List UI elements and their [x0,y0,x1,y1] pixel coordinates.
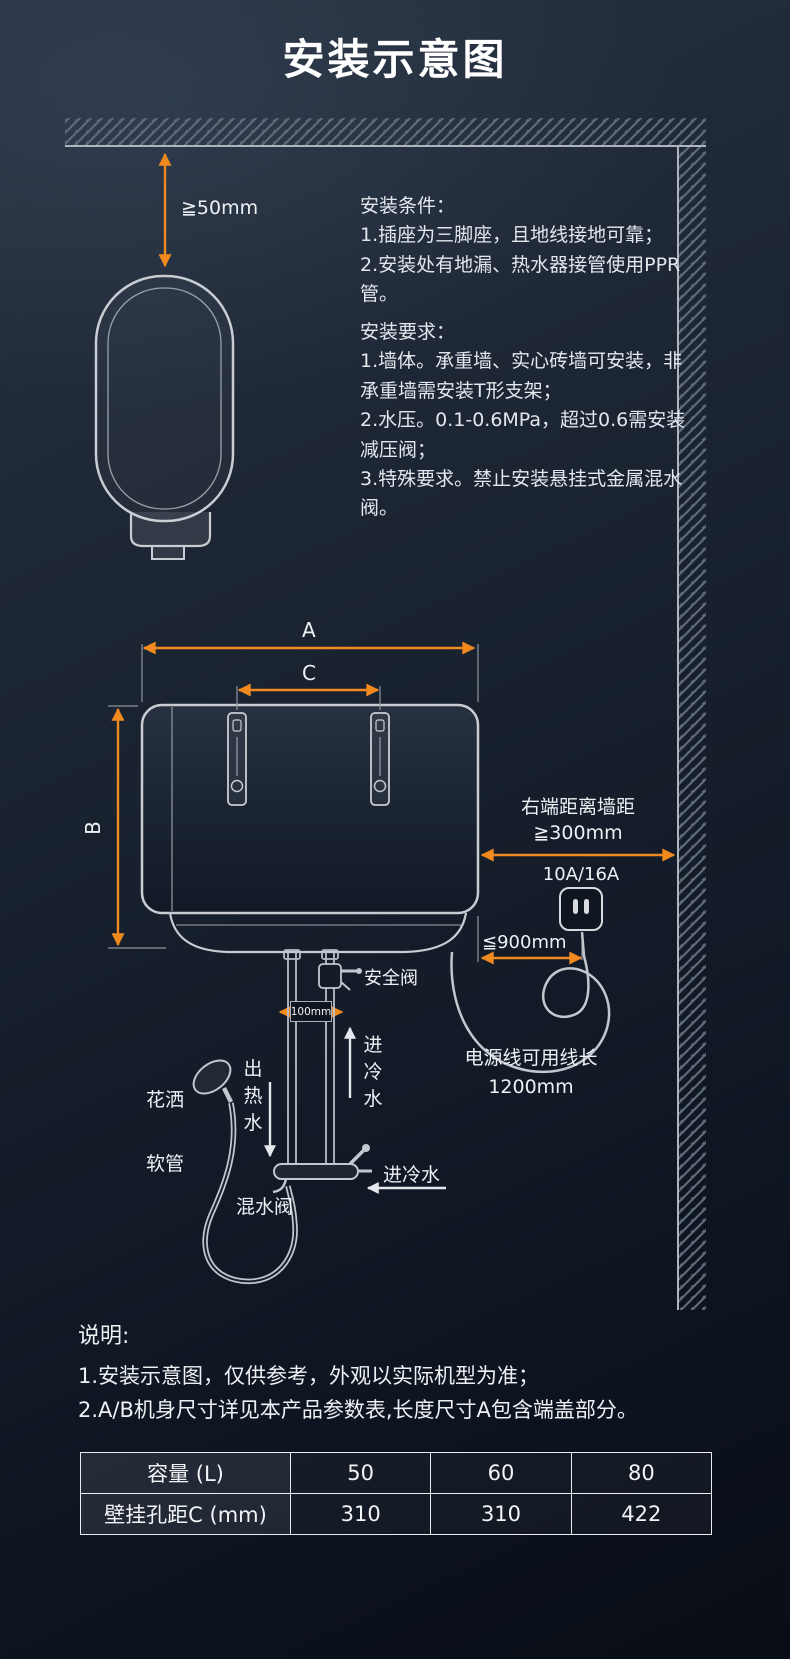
requirement-item: 3.特殊要求。禁止安装悬挂式金属混水阀。 [360,467,683,520]
dimension-arrows [111,641,676,1019]
wall-hatching [65,118,706,1310]
row-label-capacity: 容量 (L) [80,1452,291,1494]
shower-head-icon [192,1059,234,1104]
safety-valve-label: 安全阀 [364,968,418,989]
page-title: 安装示意图 [282,35,508,84]
dim-b-label: B [80,821,105,835]
right-wall-distance-label: 右端距离墙距 ≧300mm [478,795,678,846]
right-wall-distance-line2: ≧300mm [533,821,623,844]
cord-length-note: 电源线可用线长 1200mm [440,1044,622,1101]
table-row-hole-distance: 壁挂孔距C (mm) 310 310 422 [80,1493,713,1535]
capacity-value: 80 [570,1452,713,1494]
water-flow-arrows [264,1026,446,1194]
pipe-gap-label: 100mm [290,1001,332,1022]
mixing-valve-label: 混水阀 [236,1196,294,1218]
note-item: 2.A/B机身尺寸详见本产品参数表,长度尺寸A包含端盖部分。 [78,1398,638,1423]
install-instructions: 安装条件： 1.插座为三脚座，且地线接地可靠； 2.安装处有地漏、热水器接管使用… [360,192,698,524]
gap-50mm-label: ≧50mm [181,197,259,219]
mixing-valve-icon [272,1144,372,1194]
hot-water-out-label: 出热水 [243,1058,263,1134]
capacity-value: 60 [430,1452,572,1494]
hole-distance-value: 310 [430,1493,572,1535]
condition-item: 1.插座为三脚座，且地线接地可靠； [360,224,664,247]
dim-a-label: A [302,618,316,642]
note-item: 1.安装示意图，仅供参考，外观以实际机型为准； [78,1364,540,1388]
heater-side-view [94,274,235,560]
dim-c-label: C [302,661,316,685]
table-row-capacity: 容量 (L) 50 60 80 [80,1452,713,1494]
requirement-item: 2.水压。0.1-0.6MPa，超过0.6需安装减压阀； [360,409,686,461]
pipe-gap-value: 100mm [290,1005,332,1018]
power-cord [450,931,611,1073]
socket-rating-label: 10A/16A [542,864,620,885]
cord-length-line2: 1200mm [488,1075,574,1098]
extension-lines [108,644,583,962]
requirements-heading: 安装要求： [360,320,456,343]
row-label-hole-distance: 壁挂孔距C (mm) [80,1493,291,1535]
mounting-brackets [227,712,390,806]
notes-heading: 说明: [78,1324,130,1349]
spec-table: 容量 (L) 50 60 80 壁挂孔距C (mm) 310 310 422 [80,1452,713,1535]
conditions-heading: 安装条件： [360,195,456,217]
cold-water-in-bottom-label: 进冷水 [383,1164,441,1186]
shower-label: 花洒 [146,1089,185,1111]
hose-label: 软管 [146,1153,185,1175]
right-wall-distance-line1: 右端距离墙距 [520,796,635,818]
hole-distance-value: 310 [289,1493,432,1535]
capacity-value: 50 [289,1452,432,1494]
cold-water-in-label: 进冷水 [363,1034,383,1110]
notes-section: 说明: 1.安装示意图，仅供参考，外观以实际机型为准； 2.A/B机身尺寸详见本… [78,1318,738,1427]
hole-distance-value: 422 [570,1493,713,1535]
cord-max-label: ≦900mm [482,932,567,953]
shower-hose [202,1102,298,1285]
requirement-item: 1.墙体。承重墙、实心砖墙可安装，非承重墙需安装T形支架； [360,350,683,402]
safety-valve-icon [318,963,362,991]
cord-length-line1: 电源线可用线长 [464,1047,598,1069]
condition-item: 2.安装处有地漏、热水器接管使用PPR管。 [360,253,681,306]
power-outlet-icon [559,887,603,931]
heater-front-view [140,703,480,954]
